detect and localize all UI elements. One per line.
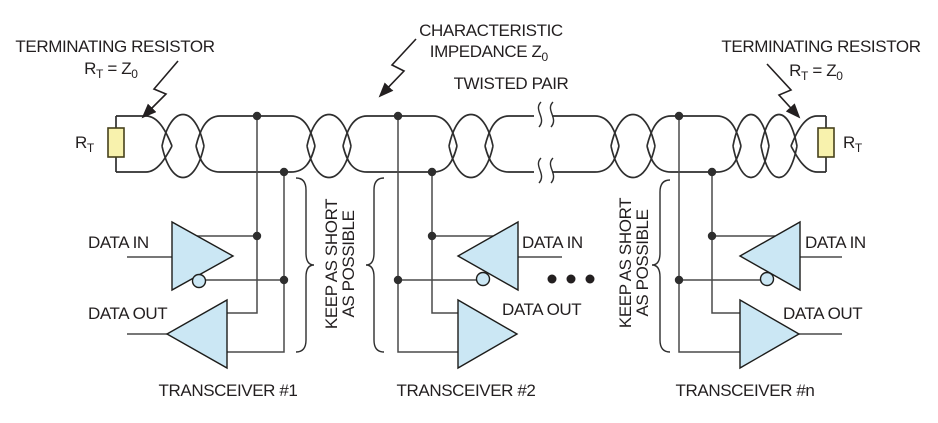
terminating-resistor-right: RT [817, 127, 863, 158]
bus-loop-1 [195, 115, 316, 173]
resistor-ref-left: RT [75, 133, 95, 155]
continuation-dots [547, 274, 595, 284]
brace-right [651, 179, 671, 353]
junction-dot [393, 111, 403, 121]
leader-bolt-right [766, 63, 801, 119]
data-out-label-n: DATA OUT [783, 304, 862, 323]
bus-twist [732, 113, 770, 179]
transceiver-1: DATA IN DATA OUT TRANSCEIVER #1 [88, 111, 298, 400]
bus-loop-4 [646, 115, 742, 173]
twisted-pair-bus [115, 101, 827, 184]
bus-lead-right [790, 115, 827, 173]
label-twisted-pair: TWISTED PAIR [454, 74, 569, 93]
bus-twist [760, 113, 798, 179]
ellipsis-dot [585, 274, 595, 284]
resistor-body-right [817, 127, 835, 158]
bus-loop-3 [484, 115, 620, 173]
junction-dot [427, 231, 437, 241]
stub-length-annotation-2: KEEP AS SHORT AS POSSIBLE [616, 179, 671, 353]
terminating-resistor-left: RT [75, 127, 125, 158]
resistor-body-left [107, 127, 125, 158]
callout-terminating-resistor-left: TERMINATING RESISTOR RT= Z0 [15, 37, 215, 119]
keep-short-text-line1: KEEP AS SHORT [616, 198, 635, 328]
receiver-triangle-n [739, 298, 801, 370]
label-terminating-resistor-right: TERMINATING RESISTOR [721, 37, 920, 56]
label-rt-formula-right: RT= Z0 [789, 61, 843, 83]
keep-short-text-line2: AS POSSIBLE [339, 210, 358, 317]
leader-bolt-left [141, 60, 179, 119]
keep-short-text-line2: AS POSSIBLE [633, 209, 652, 316]
data-in-label-2: DATA IN [522, 233, 583, 252]
keep-short-text-line1: KEEP AS SHORT [322, 199, 341, 329]
brace-left [295, 177, 315, 353]
inverter-bubble-n [759, 271, 775, 287]
stub-wires-1 [127, 116, 285, 353]
callout-terminating-resistor-right: TERMINATING RESISTOR RT= Z0 [721, 37, 921, 119]
inverter-bubble-2 [475, 271, 491, 287]
transceiver-n-caption: TRANSCEIVER #n [676, 381, 815, 400]
transceiver-2-caption: TRANSCEIVER #2 [397, 381, 536, 400]
junction-dot [279, 167, 289, 177]
bus-twist [306, 113, 352, 179]
inverter-bubble-1 [191, 273, 207, 289]
driver-triangle-1 [171, 220, 235, 292]
leader-bolt-middle [378, 38, 417, 98]
data-out-label-1: DATA OUT [88, 304, 167, 323]
junction-dot [707, 231, 717, 241]
label-characteristic: CHARACTERISTIC [419, 21, 563, 40]
bus-twist [161, 113, 205, 179]
transceiver-1-caption: TRANSCEIVER #1 [159, 381, 298, 400]
transceiver-2: DATA IN DATA OUT TRANSCEIVER #2 [393, 111, 583, 400]
label-rt-formula-left: RT= Z0 [84, 59, 138, 81]
bus-twist [610, 113, 656, 179]
junction-dot [252, 111, 262, 121]
transceiver-n: DATA IN DATA OUT TRANSCEIVER #n [674, 111, 866, 400]
label-terminating-resistor-left: TERMINATING RESISTOR [15, 37, 214, 56]
brace-right [365, 177, 385, 353]
junction-dot [674, 275, 684, 285]
bus-twist [448, 113, 494, 179]
cable-break-marks [537, 101, 555, 184]
junction-dot [427, 167, 437, 177]
stub-length-annotation-1: KEEP AS SHORT AS POSSIBLE [295, 177, 385, 353]
junction-dot [393, 275, 403, 285]
ellipsis-dot [566, 274, 576, 284]
data-in-label-n: DATA IN [805, 233, 866, 252]
bus-loop-2 [342, 115, 458, 173]
junction-dot [279, 275, 289, 285]
resistor-ref-right: RT [843, 133, 863, 155]
data-out-label-2: DATA OUT [502, 300, 581, 319]
ellipsis-dot [547, 274, 557, 284]
junction-dot [252, 231, 262, 241]
bus-lead-left [115, 115, 173, 173]
data-in-label-1: DATA IN [88, 233, 149, 252]
label-impedance-z0: IMPEDANCE Z0 [430, 42, 549, 64]
receiver-triangle-2 [457, 298, 519, 370]
stub-wires-2 [397, 116, 562, 353]
junction-dot [707, 167, 717, 177]
receiver-triangle-1 [165, 298, 228, 370]
junction-dot [674, 111, 684, 121]
callout-characteristic-impedance: CHARACTERISTIC IMPEDANCE Z0 [378, 21, 563, 98]
driver-triangle-2 [456, 220, 519, 292]
stub-wires-n [678, 116, 842, 353]
